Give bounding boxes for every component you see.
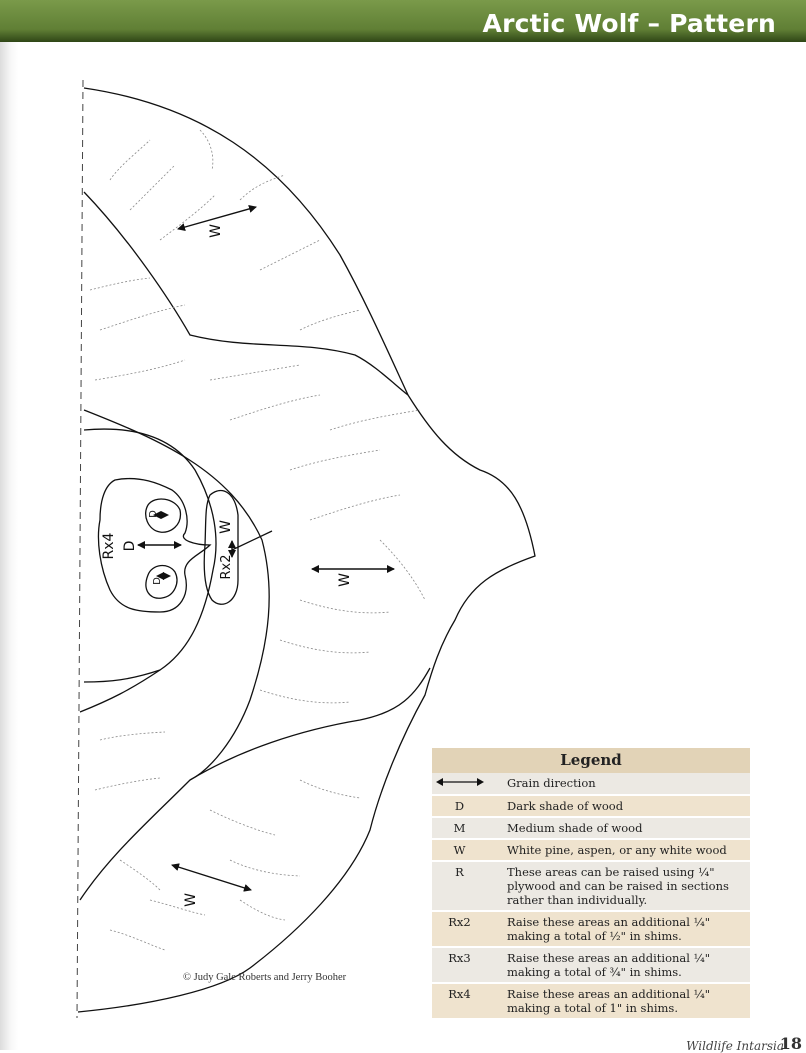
nose-outline [97,477,212,613]
footer-book-title: Wildlife Intarsia [686,1039,784,1053]
nostril-lower-outline [145,564,178,599]
legend-row: Rx3 Raise these areas an additional ¼" m… [432,948,750,984]
label-w-middle: W [337,573,353,587]
legend-key: W [453,843,466,857]
label-d-nose: D [122,541,138,552]
copyright-notice: © Judy Gale Roberts and Jerry Booher [183,972,347,983]
legend-key: Rx4 [448,987,471,1001]
label-rx4: Rx4 [101,532,117,559]
region-labels: W W W W Rx4 D Rx2 D D [101,224,353,907]
cheek-divider [231,530,273,551]
center-fold-line [76,79,84,1019]
legend-key: R [455,865,464,879]
legend-row: M Medium shade of wood [432,818,750,840]
binding-shadow [0,42,18,1050]
legend-desc: Grain direction [507,776,596,790]
legend-key: D [454,799,465,813]
nostril-upper-outline [145,498,182,533]
grain-arrow-icon [435,778,484,786]
legend-title: Legend [432,748,750,773]
legend-key: M [453,821,466,835]
legend-row: Grain direction [432,773,750,796]
legend-row: R These areas can be raised using ¼" ply… [432,862,750,912]
legend-row: Rx2 Raise these areas an additional ¼" m… [432,912,750,948]
legend-desc: Raise these areas an additional ¼" makin… [507,915,711,943]
grain-arrow-lower [171,863,252,892]
grain-arrows [137,205,395,892]
legend-key: Rx3 [448,951,471,965]
page-number: 18 [779,1034,802,1053]
legend-desc: Medium shade of wood [507,821,643,835]
label-d-nostril-lower: D [152,577,163,585]
muzzle-outline [83,428,217,683]
legend-row: W White pine, aspen, or any white wood [432,840,750,862]
page-title: Arctic Wolf – Pattern [482,9,776,38]
legend-desc: White pine, aspen, or any white wood [507,843,727,857]
legend-row: Rx4 Raise these areas an additional ¼" m… [432,984,750,1020]
grain-arrow-upper [177,205,257,231]
rx2-strip-outline [203,490,239,605]
label-w-lower: W [183,893,199,907]
lower-band-outline [189,667,431,781]
legend-desc: Raise these areas an additional ¼" makin… [507,951,711,979]
legend-row: D Dark shade of wood [432,796,750,818]
label-d-nostril-upper: D [148,510,159,518]
pattern-outlines [77,87,536,1013]
header-bar: Arctic Wolf – Pattern [0,0,806,42]
legend-table: Legend Grain direction D Dark shade of w… [432,748,750,1020]
legend-desc: Dark shade of wood [507,799,624,813]
chin-line [79,669,161,713]
ear-inner-outline [83,191,409,396]
cheek-band-outline [79,409,270,901]
label-rx2: Rx2 [219,555,234,580]
fur-texture [89,129,426,951]
legend-desc: Raise these areas an additional ¼" makin… [507,987,711,1015]
legend-desc: These areas can be raised using ¼" plywo… [507,865,729,907]
legend-key [432,773,487,794]
legend-key: Rx2 [448,915,471,929]
label-w-upper: W [208,224,224,238]
outer-outline [77,87,536,1013]
label-w-muzzle: W [218,520,234,534]
